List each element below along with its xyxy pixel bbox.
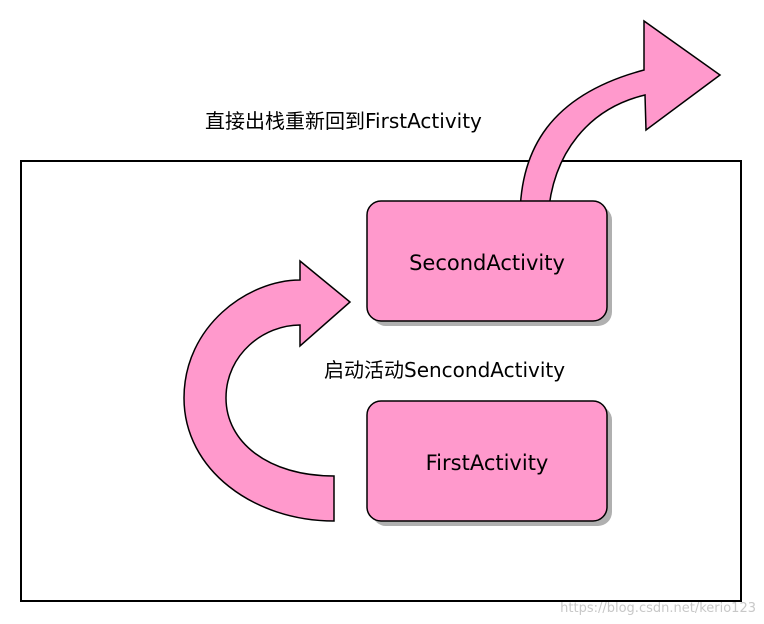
- exit-arrow: [519, 19, 722, 219]
- second-activity-box: [366, 200, 608, 322]
- first-activity-label: FirstActivity: [426, 451, 549, 475]
- first-activity-box: [366, 400, 608, 522]
- watermark-text: https://blog.csdn.net/kerio123: [560, 601, 756, 616]
- launch-arrow: [183, 259, 352, 522]
- pop-caption: 直接出栈重新回到FirstActivity: [205, 109, 482, 133]
- second-activity-label: SecondActivity: [409, 251, 565, 275]
- launch-caption: 启动活动SencondActivity: [324, 358, 565, 382]
